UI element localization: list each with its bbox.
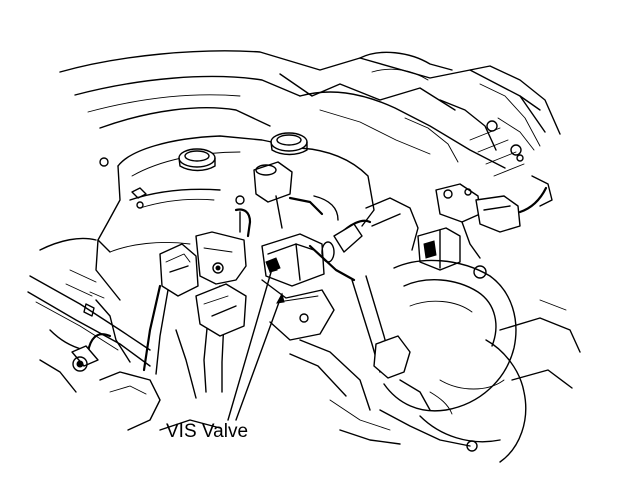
vis-valve-leader-lines (227, 260, 285, 421)
vis-valve-label: VIS Valve (166, 421, 249, 442)
plenum-body (95, 132, 375, 301)
left-engine-structure (27, 237, 221, 431)
intake-manifold (59, 50, 561, 207)
left-connectors (142, 231, 247, 399)
vis-valve-assembly (234, 161, 372, 341)
right-side-assembly (289, 183, 581, 463)
